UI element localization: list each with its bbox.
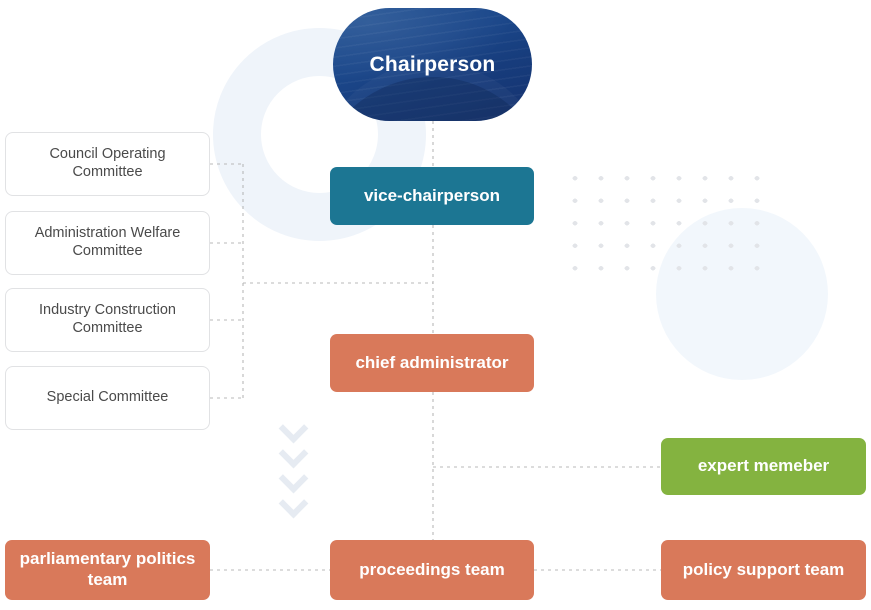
node-team-label: proceedings team [359,559,505,579]
node-chief-administrator-label: chief administrator [355,352,509,372]
node-policy-support-team[interactable]: policy support team [661,540,866,600]
decorative-circle-shape [656,208,828,380]
node-expert-member[interactable]: expert memeber [661,438,866,495]
node-proceedings-team[interactable]: proceedings team [330,540,534,600]
wave-decoration [333,77,532,121]
node-committee-label: Administration Welfare Committee [34,225,181,259]
node-chief-administrator[interactable]: chief administrator [330,334,534,392]
node-team-label: policy support team [682,559,845,579]
chevron-down-icon [279,468,307,484]
node-council-operating-committee[interactable]: Council Operating Committee [5,132,210,196]
node-industry-construction-committee[interactable]: Industry Construction Committee [5,288,210,352]
node-expert-member-label: expert memeber [697,456,830,476]
node-committee-label: Council Operating Committee [49,146,166,180]
decorative-dot-grid [562,167,772,282]
node-committee-label: Special Committee [46,389,169,406]
node-administration-welfare-committee[interactable]: Administration Welfare Committee [5,211,210,275]
node-chairperson-label: Chairperson [369,52,496,76]
node-parliamentary-politics-team[interactable]: parliamentary politics team [5,540,210,600]
node-vice-chairperson-label: vice-chairperson [363,185,501,205]
node-committee-label: Industry Construction Committee [38,302,176,336]
node-chairperson[interactable]: Chairperson [333,8,532,121]
node-vice-chairperson[interactable]: vice-chairperson [330,167,534,225]
chevron-arrow-group [279,418,309,518]
node-special-committee[interactable]: Special Committee [5,366,210,430]
chevron-down-icon [279,443,307,459]
node-team-label: parliamentary politics team [19,549,196,589]
chevron-down-icon [279,493,307,509]
chevron-down-icon [279,418,307,434]
